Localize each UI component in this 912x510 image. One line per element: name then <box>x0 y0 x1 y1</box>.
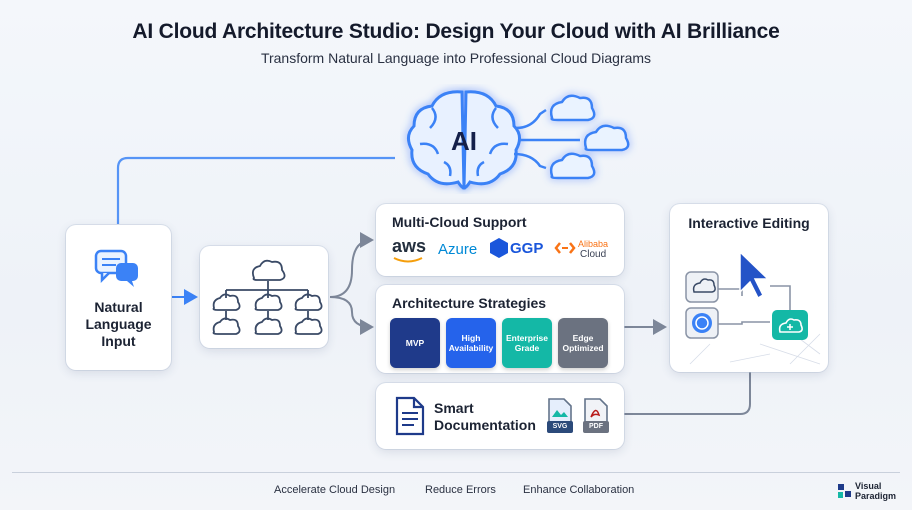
editing-canvas[interactable] <box>670 234 828 372</box>
footer-accelerate: Accelerate Cloud Design <box>274 484 396 496</box>
svg-file-icon <box>548 398 572 423</box>
footer-divider <box>12 472 900 473</box>
alibaba-logo-text: Alibaba <box>578 239 609 249</box>
page-title: AI Cloud Architecture Studio: Design You… <box>132 20 780 43</box>
multi-cloud-title: Multi-Cloud Support <box>392 214 527 230</box>
brain-label: AI <box>451 126 477 156</box>
doc-title-line1: Smart <box>434 400 474 416</box>
editing-title: Interactive Editing <box>688 215 810 231</box>
chat-bubble-icon <box>94 249 138 287</box>
pdf-file-icon <box>584 398 608 423</box>
interactive-editing-card[interactable]: Interactive Editing <box>670 204 828 372</box>
document-icon <box>395 396 425 436</box>
cloud-hierarchy-icon <box>212 259 323 335</box>
svg-format-badge: SVG <box>547 421 573 433</box>
cloud-icon <box>549 94 630 180</box>
footer-reduce-errors: Reduce Errors <box>425 484 496 496</box>
multi-cloud-support-card[interactable]: Multi-Cloud Support aws Azure GGP Alibab… <box>376 204 624 276</box>
visual-paradigm-logo-icon <box>838 484 851 498</box>
mouse-cursor-icon <box>739 250 770 300</box>
natural-language-input-card[interactable]: Natural Language Input <box>66 225 171 370</box>
aws-logo: aws <box>392 236 427 256</box>
footer-collaboration: Enhance Collaboration <box>523 484 635 496</box>
azure-logo: Azure <box>438 241 478 258</box>
pdf-format-badge: PDF <box>583 421 609 433</box>
input-label-line2: Language <box>85 316 152 332</box>
gcp-logo: GGP <box>510 240 544 257</box>
ai-brain-graphic: AI <box>407 90 630 190</box>
strategy-mvp[interactable]: MVP <box>390 318 440 368</box>
alibaba-cloud-text: Cloud <box>580 249 607 260</box>
strategies-title: Architecture Strategies <box>392 295 547 311</box>
gcp-hex-icon <box>490 238 508 258</box>
aws-smile-icon <box>393 257 423 263</box>
smart-documentation-card[interactable]: Smart Documentation SVG PDF <box>376 383 624 449</box>
input-label-line3: Input <box>101 333 136 349</box>
node-cloud-icon <box>685 271 719 303</box>
cloud-network-card[interactable] <box>200 246 328 348</box>
brain-icon <box>407 90 521 190</box>
alibaba-logo-icon <box>554 242 576 254</box>
doc-title-line2: Documentation <box>434 417 536 433</box>
page-subtitle: Transform Natural Language into Professi… <box>260 50 652 66</box>
input-label-line1: Natural <box>94 299 143 315</box>
visual-paradigm-brand: Visual Paradigm <box>855 481 897 501</box>
